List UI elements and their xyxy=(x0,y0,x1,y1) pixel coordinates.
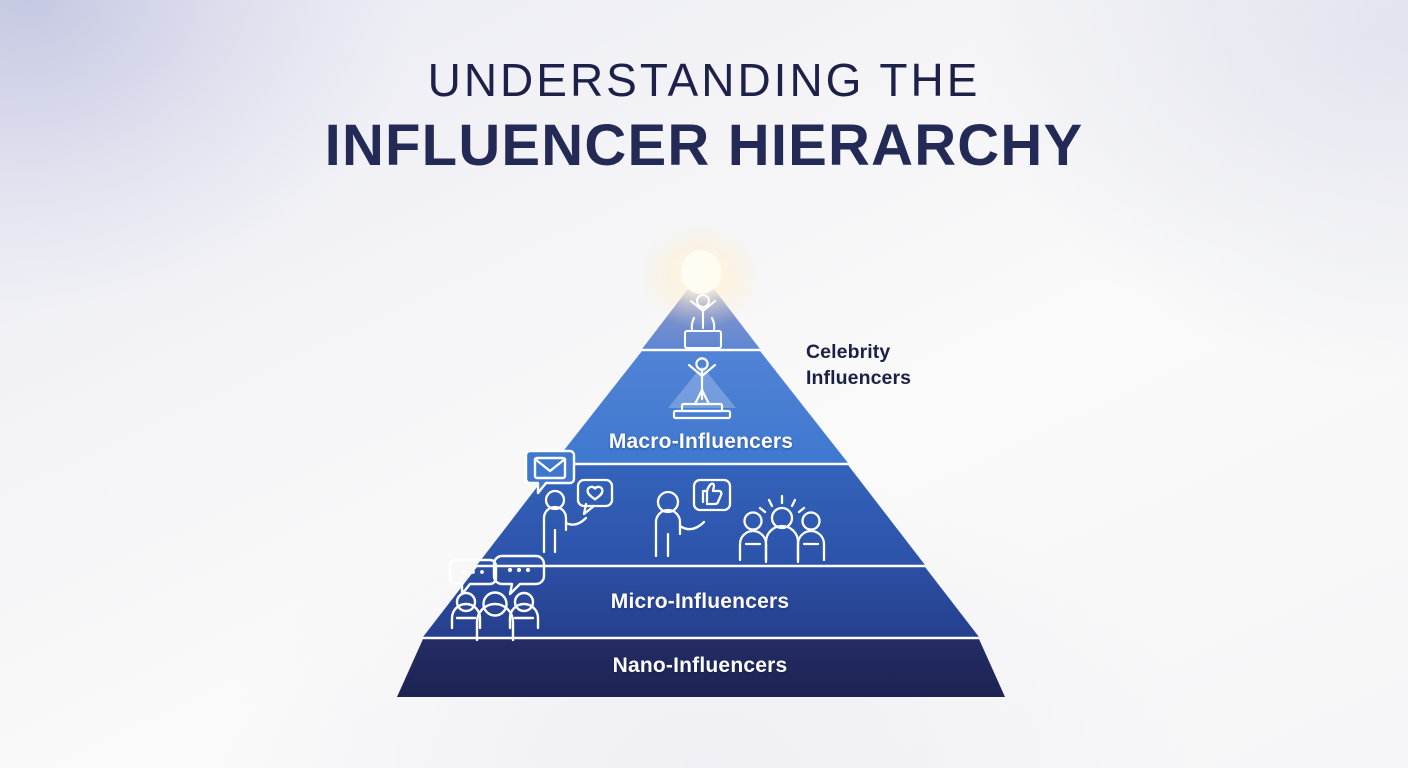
title-line-1: Understanding the xyxy=(427,54,981,106)
title-line-2: Influencer Hierarchy xyxy=(324,113,1084,179)
apex-glow-core xyxy=(681,250,721,294)
tier-label-macro: Macro-Influencers xyxy=(608,430,794,453)
celebrity-callout: Celebrity Influencers xyxy=(806,340,1036,391)
page-title: Understanding the Influencer Hierarchy xyxy=(0,56,1408,177)
celebrity-callout-line-2: Influencers xyxy=(806,366,912,389)
tier-micro-shape xyxy=(423,567,979,637)
tier-engagement-shape xyxy=(477,465,925,565)
tier-label-micro: Micro-Influencers xyxy=(610,590,790,613)
tier-nano-shape xyxy=(397,639,1005,697)
tier-label-nano: Nano-Influencers xyxy=(612,654,788,677)
celebrity-callout-line-1: Celebrity xyxy=(806,341,891,363)
